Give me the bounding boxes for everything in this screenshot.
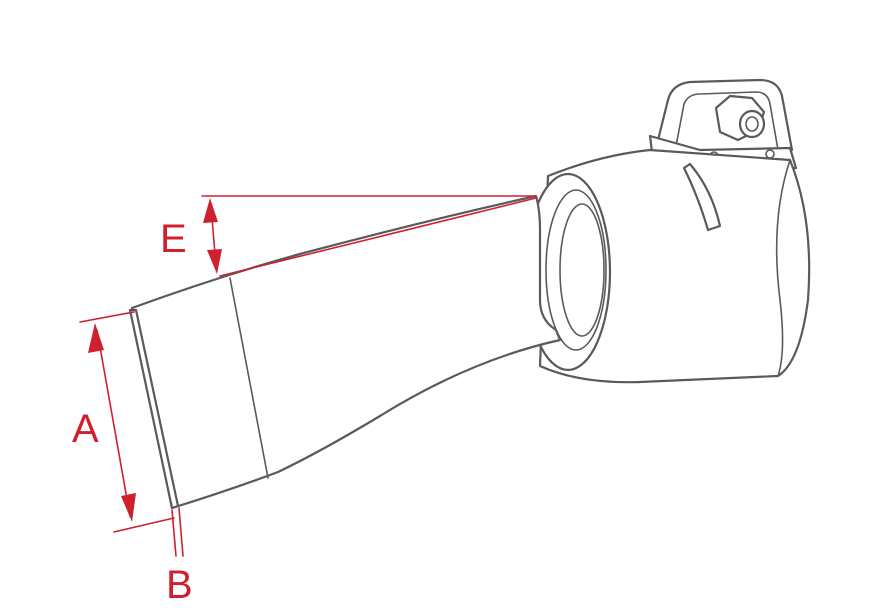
dimension-b-label: B [166,563,193,607]
hex-bolt [714,94,766,142]
clamp-sleeve [538,148,811,384]
nozzle-tip [128,308,180,510]
nozzle-body [130,194,562,510]
dimension-a: A [72,311,175,533]
dimension-a-label: A [72,407,99,451]
dimension-e-label: E [160,217,187,261]
dimension-b: B [166,507,193,607]
dimension-e: E [160,195,537,277]
